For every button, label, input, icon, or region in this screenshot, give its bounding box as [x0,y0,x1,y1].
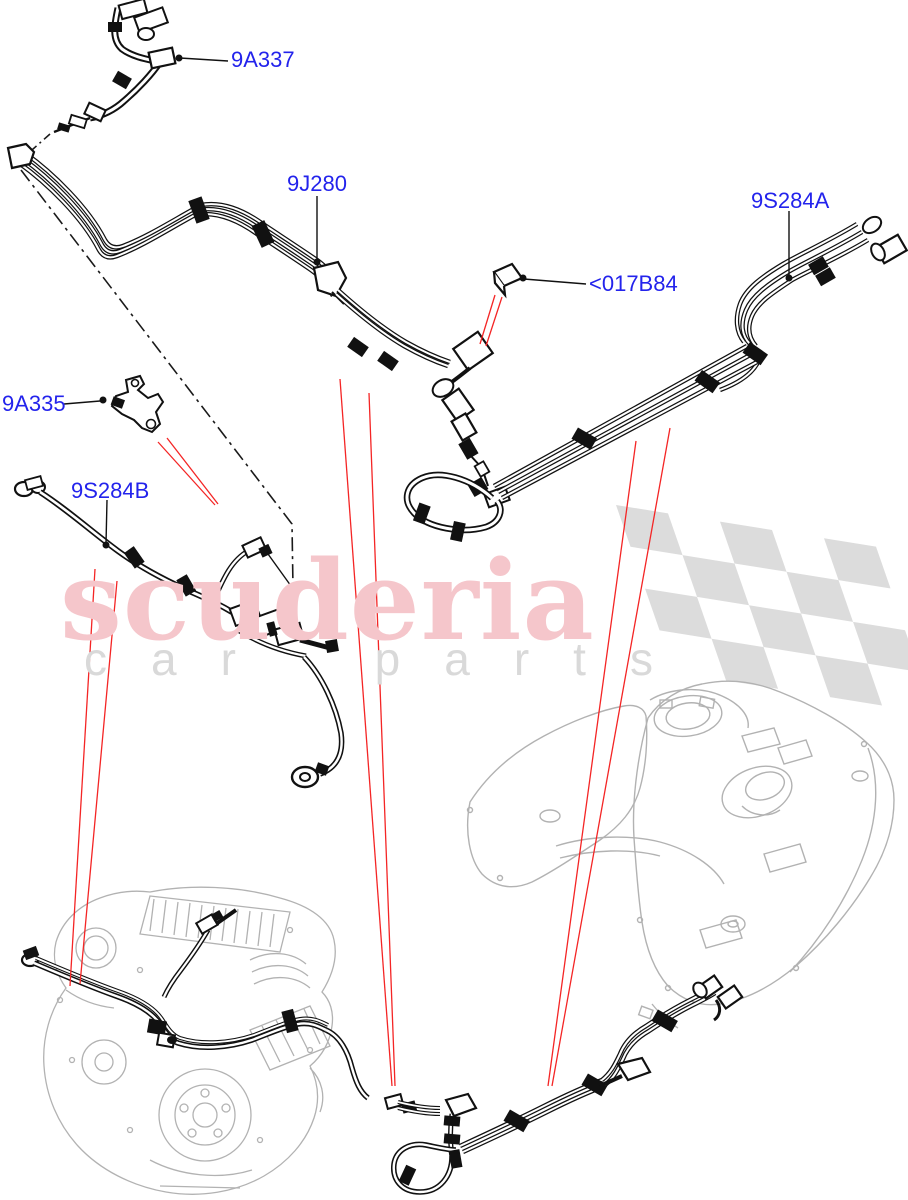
engine-fuel-pipes [20,908,370,1101]
pipe-9a337 [53,0,177,134]
watermark-tagline: car parts [84,633,697,685]
red-callout-lines [69,294,671,1087]
center-connector-assembly [334,288,512,543]
part-label-9s284b: 9S284B [71,478,150,503]
underbody-center-pipes [383,1073,608,1195]
part-label-9j280: 9J280 [287,171,347,196]
pipe-9j280 [6,142,348,305]
label-leader-lines [63,54,793,549]
part-label-017b84: <017B84 [589,271,678,296]
part-label-9a337: 9A337 [231,47,295,72]
bracket-9a335 [110,374,165,434]
part-label-9s284a: 9S284A [751,188,830,213]
cap-part-017b84 [492,262,524,299]
watermark-brand: scuderia [60,536,595,665]
pipe-9s284a [492,215,908,500]
pipe-9s284b [13,474,345,789]
checkered-flag [616,505,908,706]
part-label-9a335: 9A335 [2,391,66,416]
fuel-tank-sketch [466,680,895,1029]
underbody-rear-pipes [599,973,744,1088]
dash-dot-reference-lines [20,133,294,589]
